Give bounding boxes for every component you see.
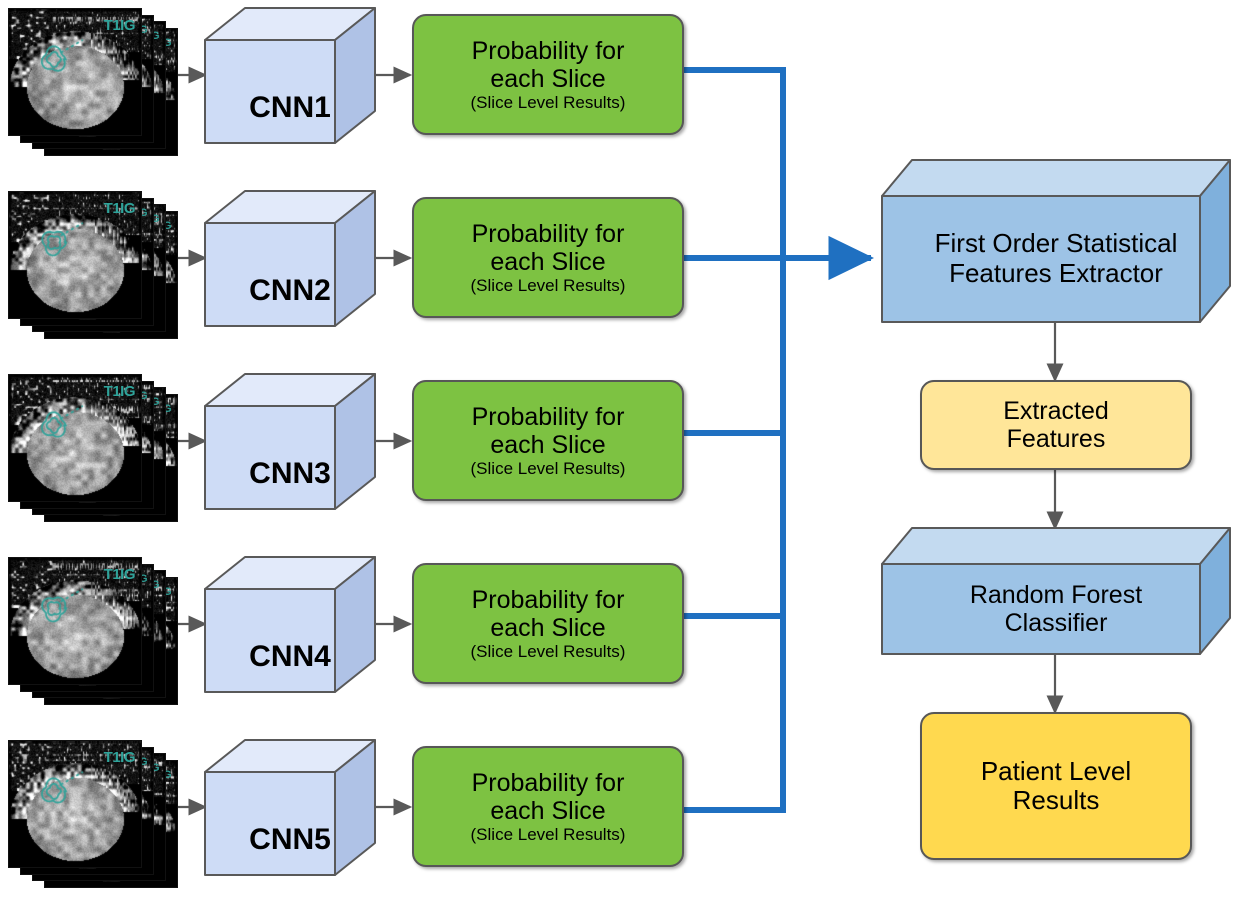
patient-level-results-line2: Results <box>1012 785 1100 815</box>
cube-front-face <box>204 588 336 693</box>
slab-front-face <box>881 195 1201 323</box>
probability-box-line2: each Slice <box>490 247 606 276</box>
probability-box-line3: (Slice Level Results) <box>470 275 626 295</box>
probability-box-3[interactable]: Probability for each Slice (Slice Level … <box>412 380 684 501</box>
probability-box-5[interactable]: Probability for each Slice (Slice Level … <box>412 746 684 867</box>
probability-box-line3: (Slice Level Results) <box>470 92 626 112</box>
probability-box-line2: each Slice <box>490 796 606 825</box>
mri-scan-image <box>9 192 141 318</box>
cnn-cube-2[interactable]: CNN2 <box>204 190 376 327</box>
mri-modality-label: T1IG <box>103 566 136 583</box>
mri-scan-image <box>9 558 141 684</box>
mri-slice: T1IG <box>8 8 142 136</box>
patient-level-results-line1: Patient Level <box>980 755 1132 786</box>
mri-modality-label: T1IG <box>103 17 136 34</box>
mri-slice: T1IG <box>8 740 142 868</box>
arrow-cnn-to-probability-group <box>372 66 413 816</box>
patient-level-results-box[interactable]: Patient Level Results <box>920 712 1192 860</box>
probability-box-line1: Probability for <box>471 402 625 431</box>
probability-box-line1: Probability for <box>471 36 625 65</box>
probability-box-line2: each Slice <box>490 613 606 642</box>
cube-front-face <box>204 405 336 510</box>
probability-box-line1: Probability for <box>471 219 625 248</box>
cnn-cube-1[interactable]: CNN1 <box>204 7 376 144</box>
probability-aggregation-bus <box>679 67 875 813</box>
mri-slice: T1IG <box>8 557 142 685</box>
probability-box-line2: each Slice <box>490 430 606 459</box>
slab-top-face <box>881 527 1231 565</box>
mri-slice: T1IG <box>8 374 142 502</box>
extracted-features-line1: Extracted <box>1003 397 1109 425</box>
mri-scan-image <box>9 741 141 867</box>
probability-box-line1: Probability for <box>471 585 625 614</box>
probability-box-1[interactable]: Probability for each Slice (Slice Level … <box>412 14 684 135</box>
probability-box-line3: (Slice Level Results) <box>470 641 626 661</box>
probability-box-4[interactable]: Probability for each Slice (Slice Level … <box>412 563 684 684</box>
mri-modality-label: T1IG <box>103 749 136 766</box>
probability-box-2[interactable]: Probability for each Slice (Slice Level … <box>412 197 684 318</box>
mri-slice: T1IG <box>8 191 142 319</box>
slab-front-face <box>881 563 1201 655</box>
cnn-cube-3[interactable]: CNN3 <box>204 373 376 510</box>
probability-box-line2: each Slice <box>490 64 606 93</box>
cnn-cube-5[interactable]: CNN5 <box>204 739 376 876</box>
cnn-cube-4[interactable]: CNN4 <box>204 556 376 693</box>
cube-front-face <box>204 39 336 144</box>
extracted-features-line2: Features <box>1006 425 1106 453</box>
cube-front-face <box>204 222 336 327</box>
cube-front-face <box>204 771 336 876</box>
probability-box-line1: Probability for <box>471 768 625 797</box>
mri-scan-image <box>9 375 141 501</box>
probability-box-line3: (Slice Level Results) <box>470 824 626 844</box>
mri-scan-image <box>9 9 141 135</box>
mri-modality-label: T1IG <box>103 200 136 217</box>
probability-box-line3: (Slice Level Results) <box>470 458 626 478</box>
extracted-features-box[interactable]: Extracted Features <box>920 380 1192 470</box>
slab-top-face <box>881 159 1231 197</box>
mri-modality-label: T1IG <box>103 383 136 400</box>
